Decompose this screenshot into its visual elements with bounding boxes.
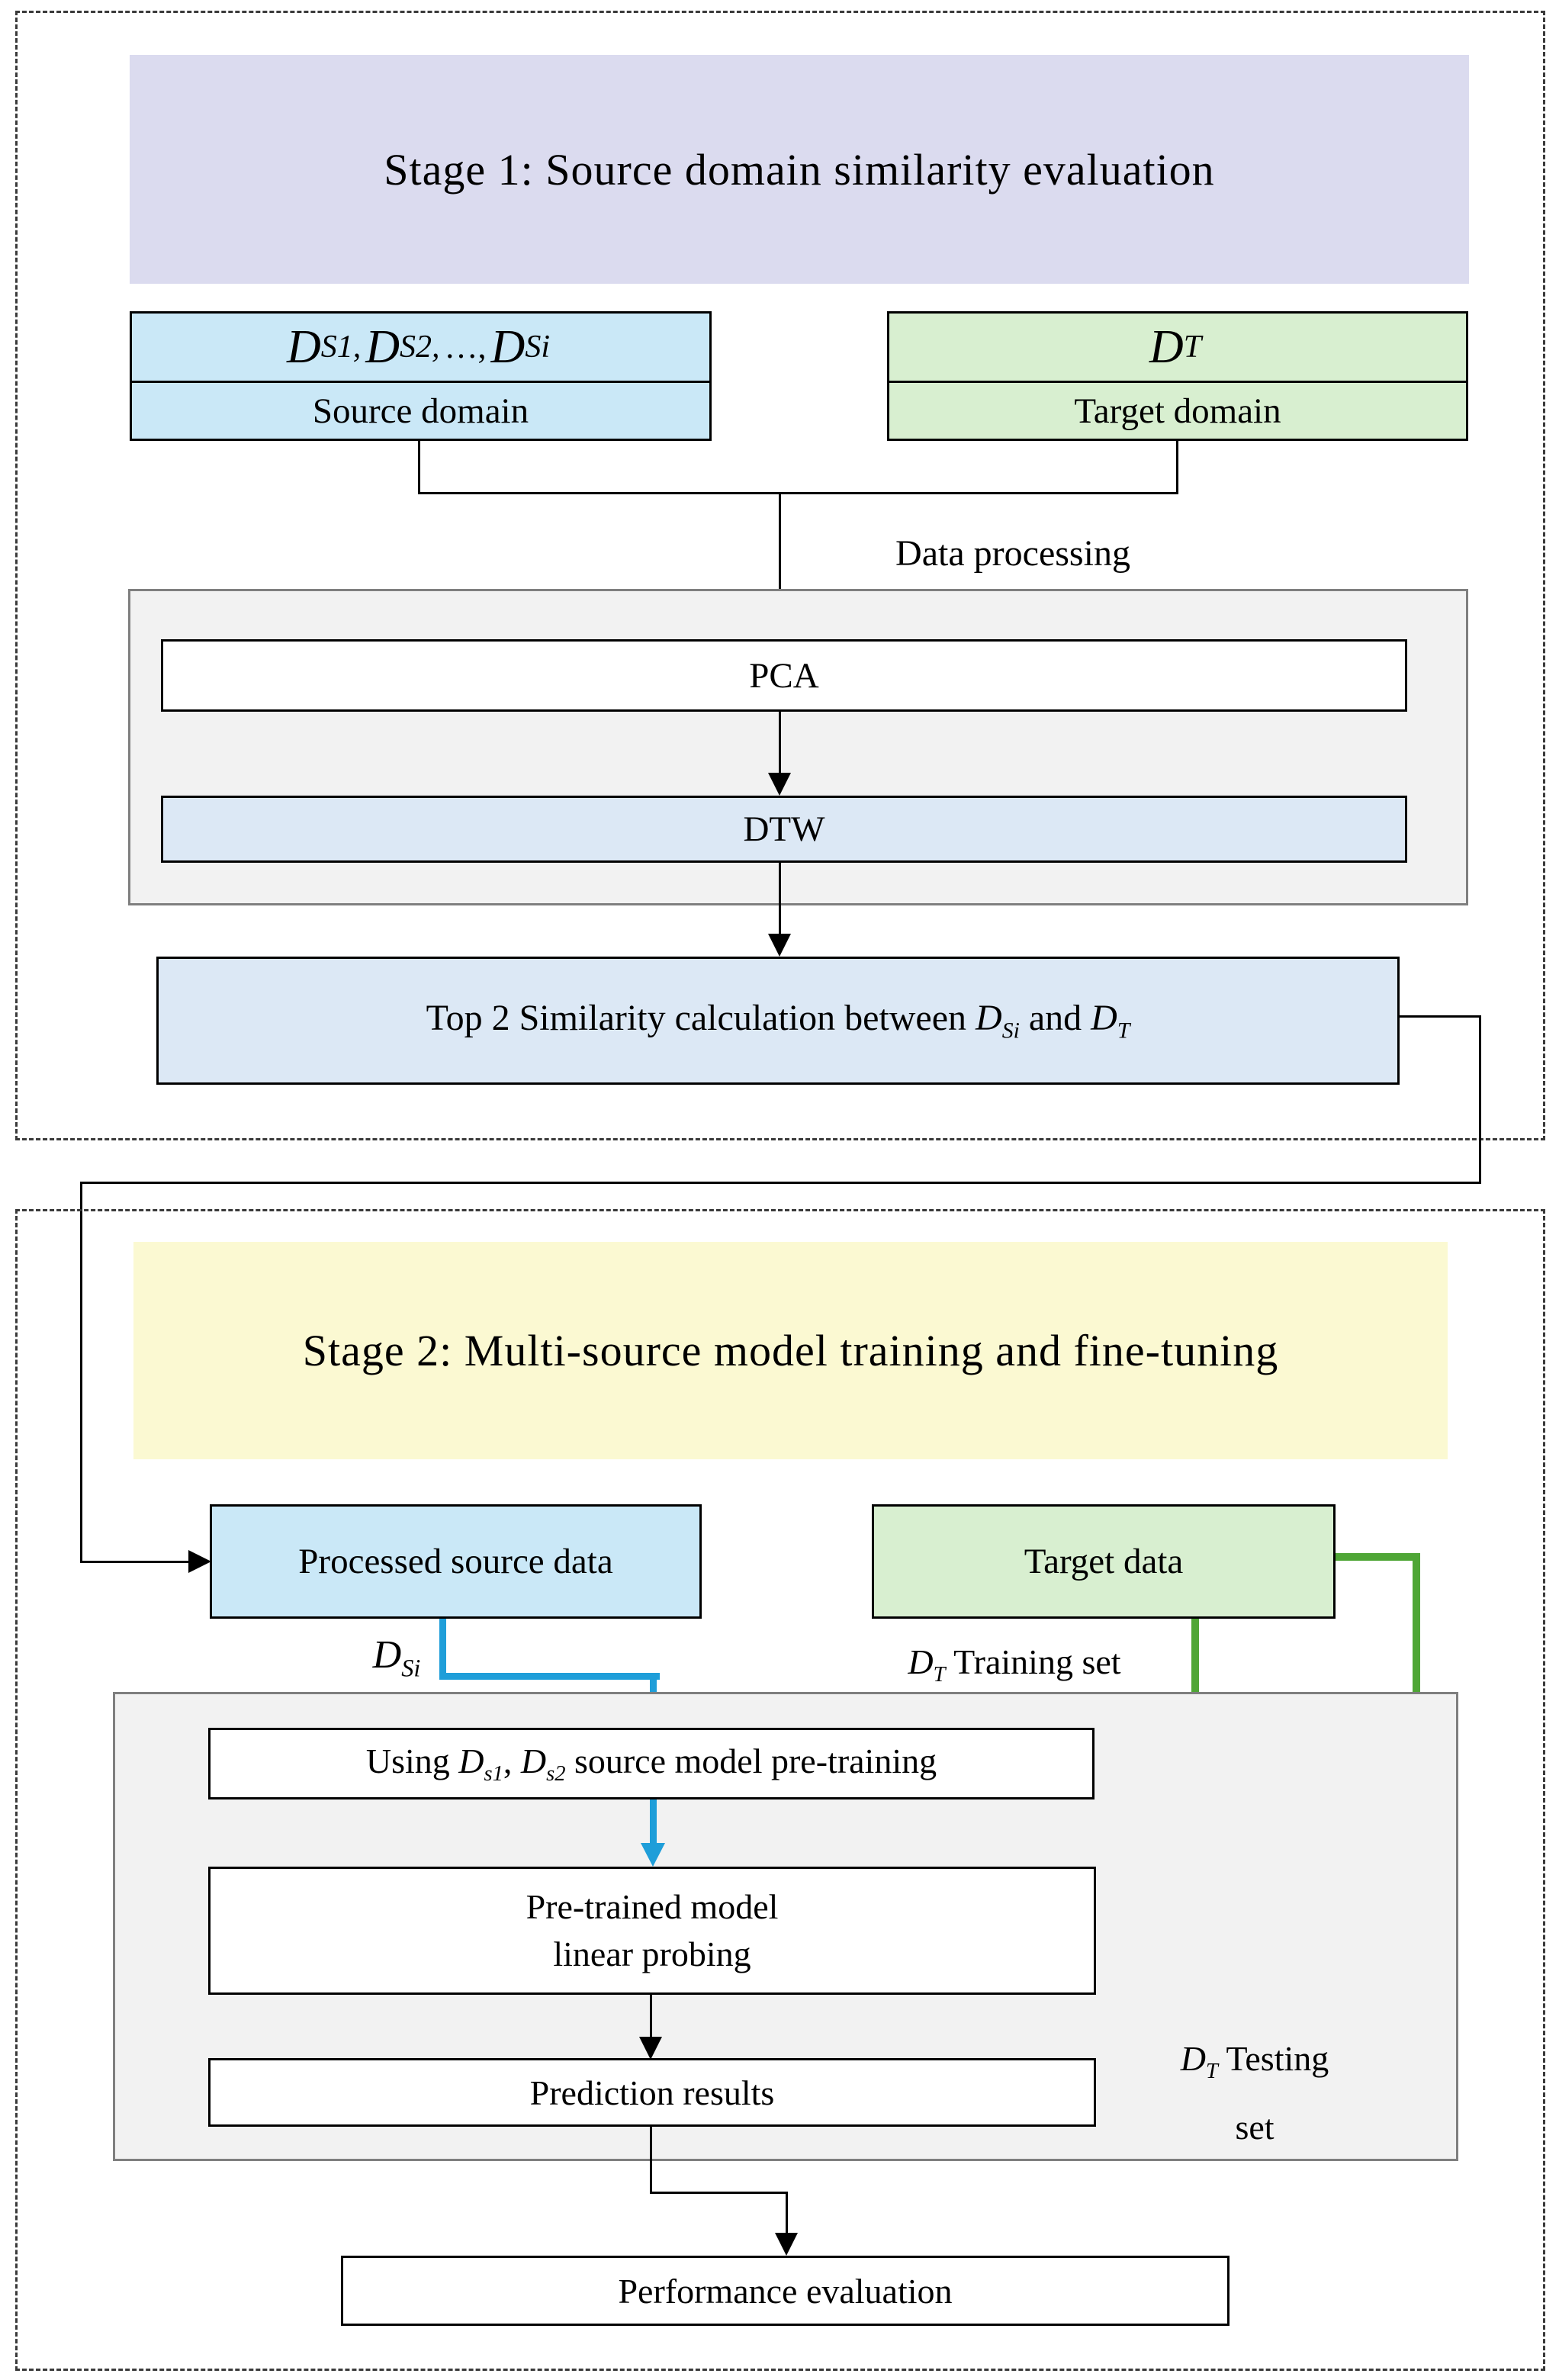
arrow-down-icon bbox=[641, 1843, 665, 1867]
arrow-right-icon bbox=[188, 1550, 211, 1573]
top2-similarity-node: Top 2 Similarity calculation between DSi… bbox=[156, 957, 1400, 1085]
dtw-label: DTW bbox=[743, 809, 825, 849]
pretrained-model-node: Pre-trained model linear probing bbox=[208, 1867, 1096, 1995]
pretrained-line1: Pre-trained model bbox=[526, 1886, 779, 1926]
stage2-title: Stage 2: Multi-source model training and… bbox=[302, 1326, 1279, 1375]
pca-node: PCA bbox=[161, 639, 1407, 712]
dtw-node: DTW bbox=[161, 796, 1407, 863]
math-d: D bbox=[458, 1742, 484, 1781]
dsi-label: DSi bbox=[320, 1632, 473, 1682]
connector-green-testing-right bbox=[1336, 1553, 1420, 1561]
connector-dtw-to-top2 bbox=[779, 863, 781, 934]
connector-elbow1-across bbox=[80, 1182, 1481, 1184]
using-source-model-node: Using Ds1, Ds2 source model pre-training bbox=[208, 1728, 1095, 1799]
math-sub: T bbox=[1183, 330, 1202, 365]
math-sub: S2, bbox=[400, 330, 440, 365]
prediction-results-label: Prediction results bbox=[529, 2073, 775, 2112]
connector-prediction-down bbox=[650, 2127, 652, 2194]
math-d: D bbox=[1149, 321, 1184, 374]
connector-blue-down2 bbox=[650, 1673, 657, 1706]
connector-source-down bbox=[418, 441, 420, 492]
stage2-dashed-frame bbox=[15, 1209, 1545, 2371]
math-d: D bbox=[976, 998, 1002, 1039]
math-d: D bbox=[520, 1742, 547, 1781]
arrow-down-icon bbox=[775, 2233, 798, 2256]
testing-set-label-line1: DT Testing bbox=[1129, 2038, 1381, 2084]
stage1-dashed-frame bbox=[15, 11, 1545, 1140]
processed-source-data-node: Processed source data bbox=[210, 1504, 702, 1619]
math-ellipsis: …, bbox=[444, 328, 487, 366]
math-d: D bbox=[365, 321, 400, 374]
prediction-results-node: Prediction results bbox=[208, 2058, 1096, 2127]
math-sub: T bbox=[933, 1662, 946, 1687]
math-d: D bbox=[1091, 998, 1117, 1039]
math-d: D bbox=[1180, 2039, 1206, 2078]
testing-set-label-line2: set bbox=[1235, 2108, 1275, 2147]
math-sub: s1 bbox=[484, 1761, 503, 1786]
target-domain-label: Target domain bbox=[1074, 391, 1281, 431]
connector-blue-down1 bbox=[439, 1619, 446, 1680]
arrow-down-icon bbox=[768, 773, 791, 796]
math-d: D bbox=[490, 321, 526, 374]
top2-text-part: and bbox=[1019, 998, 1091, 1039]
using-text-part: Using bbox=[365, 1742, 459, 1781]
arrow-down-icon bbox=[768, 934, 791, 957]
training-set-text: Training set bbox=[945, 1642, 1121, 1681]
performance-evaluation-node: Performance evaluation bbox=[341, 2256, 1230, 2326]
connector-pca-to-dtw bbox=[779, 712, 781, 773]
connector-blue-down3 bbox=[650, 1799, 657, 1844]
math-sub: Si bbox=[1001, 1018, 1020, 1044]
using-text-part: , bbox=[503, 1742, 521, 1781]
target-data-node: Target data bbox=[872, 1504, 1336, 1619]
math-sub: Si bbox=[401, 1654, 421, 1682]
data-processing-label: Data processing bbox=[895, 533, 1130, 574]
connector-blue-across bbox=[439, 1673, 660, 1680]
connector-into-performance bbox=[786, 2192, 788, 2234]
math-sub: T bbox=[1117, 1018, 1130, 1044]
stage2-header: Stage 2: Multi-source model training and… bbox=[133, 1242, 1448, 1459]
stage1-title: Stage 1: Source domain similarity evalua… bbox=[384, 144, 1215, 195]
arrow-down-icon bbox=[639, 2037, 662, 2060]
connector-elbow1-into-processed bbox=[80, 1561, 190, 1563]
connector-pretrained-to-prediction bbox=[650, 1995, 652, 2038]
using-text: Using Ds1, Ds2 source model pre-training bbox=[366, 1741, 937, 1787]
training-set-label: DT Training set bbox=[839, 1642, 1190, 1687]
math-sub: T bbox=[1205, 2059, 1218, 2083]
math-d: D bbox=[372, 1633, 402, 1677]
processed-source-data-label: Processed source data bbox=[298, 1542, 613, 1581]
testing-set-text: Testing bbox=[1217, 2039, 1329, 2078]
source-domain-label: Source domain bbox=[312, 391, 529, 431]
math-sub: Si bbox=[525, 330, 550, 365]
connector-elbow1-left-down bbox=[80, 1182, 82, 1563]
connector-merge-to-pca bbox=[779, 492, 781, 618]
performance-evaluation-label: Performance evaluation bbox=[618, 2271, 953, 2311]
math-sub: s2 bbox=[546, 1761, 566, 1786]
pca-label: PCA bbox=[749, 655, 819, 696]
connector-merge-horizontal bbox=[418, 492, 1178, 494]
connector-elbow1-down bbox=[1479, 1015, 1481, 1184]
pretrained-line2: linear probing bbox=[553, 1935, 751, 1973]
connector-target-down bbox=[1176, 441, 1178, 492]
math-sub: S1, bbox=[320, 330, 362, 365]
math-d: D bbox=[908, 1642, 934, 1681]
math-d: D bbox=[286, 321, 321, 374]
top2-text-part: Top 2 Similarity calculation between bbox=[426, 998, 976, 1039]
using-text-part: source model pre-training bbox=[565, 1742, 937, 1781]
connector-prediction-jog bbox=[650, 2192, 788, 2194]
top2-text: Top 2 Similarity calculation between DSi… bbox=[426, 997, 1130, 1044]
target-data-label: Target data bbox=[1024, 1542, 1184, 1581]
connector-elbow1-right bbox=[1400, 1015, 1481, 1018]
stage1-header: Stage 1: Source domain similarity evalua… bbox=[130, 55, 1469, 284]
